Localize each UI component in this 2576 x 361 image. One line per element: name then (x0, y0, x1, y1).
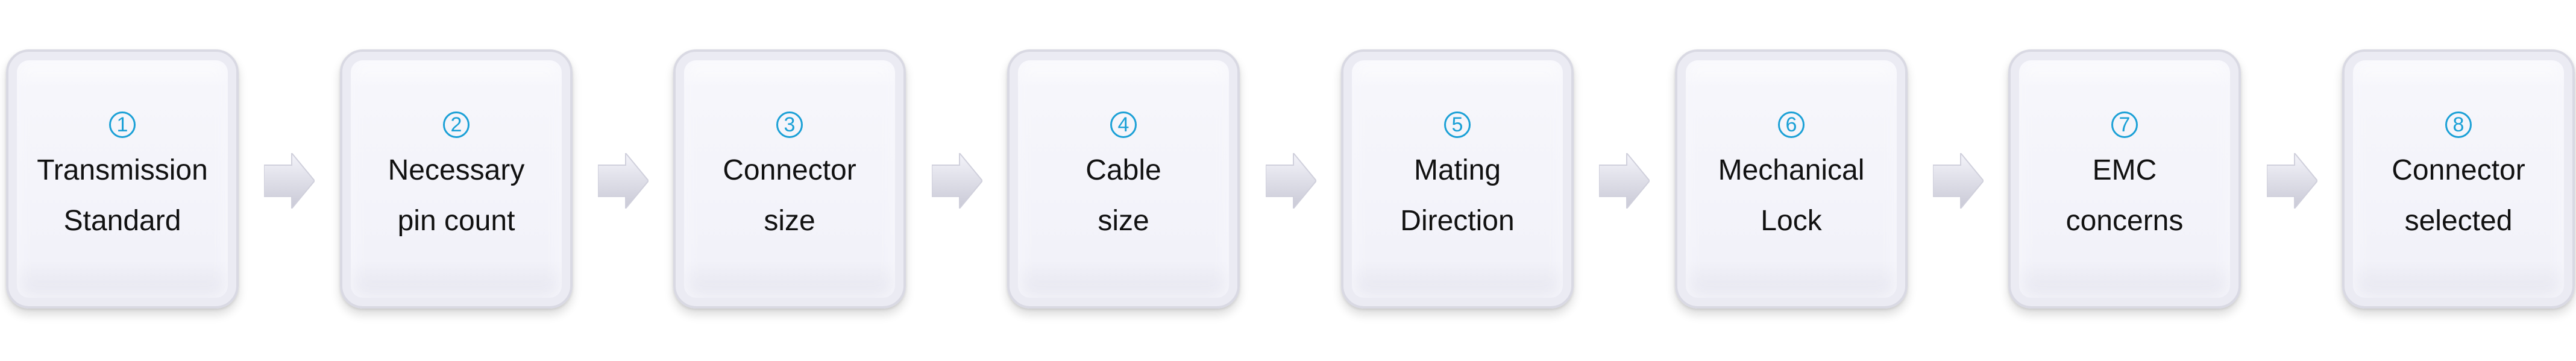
arrow-right-icon (1933, 153, 1984, 209)
step-7-box: 7 EMC concerns (2008, 49, 2241, 309)
step-6-number: 6 (1778, 111, 1805, 138)
step-1-line-2: Standard (63, 205, 181, 237)
arrow-right-icon (1266, 153, 1316, 209)
step-7-line-1: EMC (2092, 154, 2157, 186)
arrow-right-icon (264, 153, 315, 209)
step-4-content: 4 Cable size (1010, 52, 1237, 306)
step-7-number: 7 (2111, 111, 2138, 138)
step-5-line-1: Mating (1413, 154, 1501, 186)
step-6-line-1: Mechanical (1718, 154, 1865, 186)
step-6-box: 6 Mechanical Lock (1675, 49, 1908, 309)
step-8-box: 8 Connector selected (2342, 49, 2575, 309)
step-1-number: 1 (109, 111, 136, 138)
step-7-content: 7 EMC concerns (2011, 52, 2238, 306)
step-4-number: 4 (1110, 111, 1137, 138)
step-8-number: 8 (2445, 111, 2472, 138)
step-4-line-2: size (1098, 205, 1149, 237)
step-6-line-2: Lock (1761, 205, 1822, 237)
step-3-content: 3 Connector size (676, 52, 903, 306)
step-3-number: 3 (776, 111, 803, 138)
arrow-right-icon (932, 153, 982, 209)
step-6-content: 6 Mechanical Lock (1677, 52, 1905, 306)
step-4-line-1: Cable (1085, 154, 1161, 186)
step-5-box: 5 Mating Direction (1341, 49, 1574, 309)
step-2-line-1: Necessary (388, 154, 525, 186)
step-3-line-2: size (764, 205, 815, 237)
step-3-box: 3 Connector size (673, 49, 906, 309)
step-2-content: 2 Necessary pin count (342, 52, 570, 306)
step-3-line-1: Connector (723, 154, 856, 186)
step-5-content: 5 Mating Direction (1343, 52, 1571, 306)
arrow-right-icon (1599, 153, 1650, 209)
step-1-content: 1 Transmission Standard (8, 52, 236, 306)
step-5-number: 5 (1444, 111, 1471, 138)
step-5-line-2: Direction (1400, 205, 1515, 237)
step-8-line-2: selected (2404, 205, 2513, 237)
step-1-line-1: Transmission (37, 154, 208, 186)
step-8-line-1: Connector (2392, 154, 2525, 186)
step-7-line-2: concerns (2066, 205, 2184, 237)
step-2-box: 2 Necessary pin count (340, 49, 573, 309)
step-1-box: 1 Transmission Standard (6, 49, 239, 309)
step-8-content: 8 Connector selected (2345, 52, 2572, 306)
arrow-right-icon (2267, 153, 2317, 209)
step-2-number: 2 (443, 111, 470, 138)
arrow-right-icon (598, 153, 649, 209)
step-4-box: 4 Cable size (1007, 49, 1240, 309)
step-2-line-2: pin count (397, 205, 515, 237)
